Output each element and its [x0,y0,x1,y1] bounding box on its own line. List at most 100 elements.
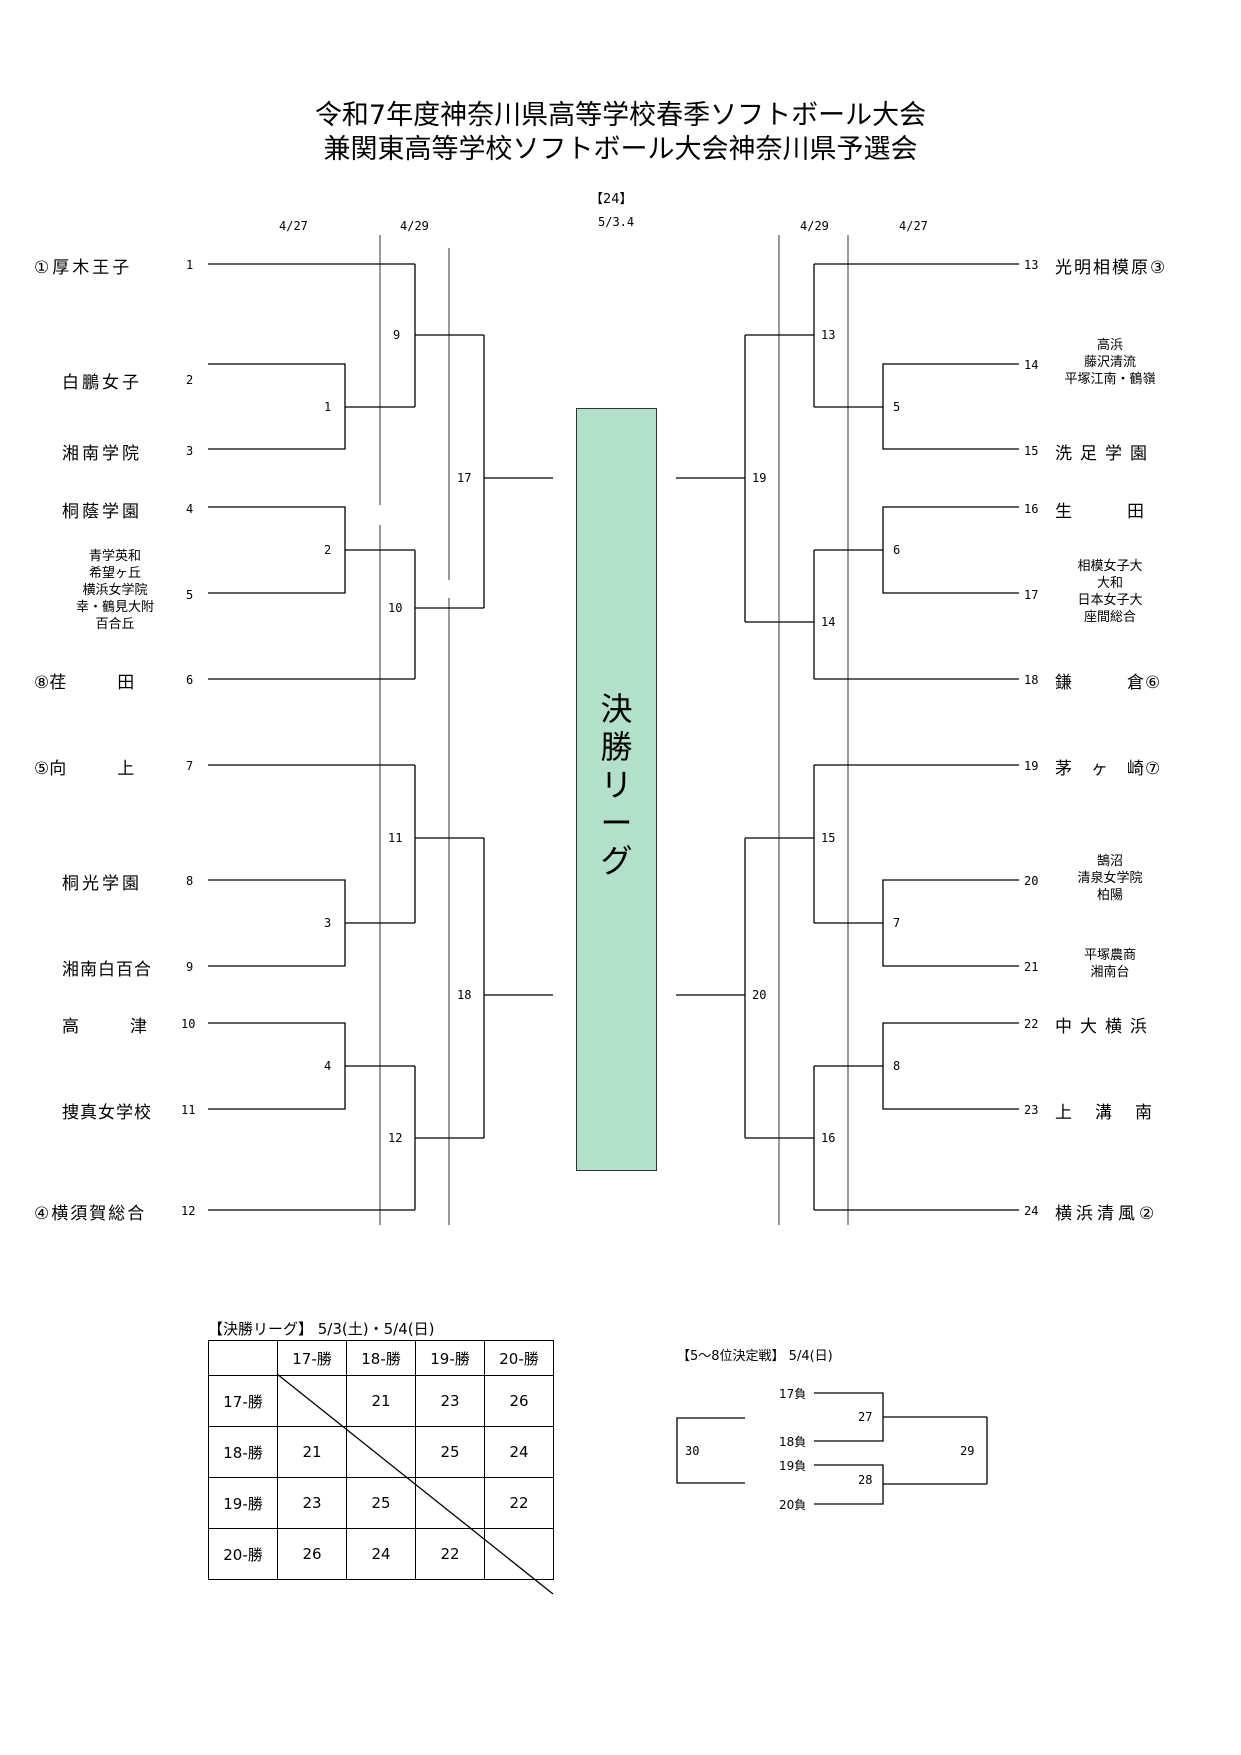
league-cell: 25 [346,1477,416,1529]
league-row-header: 17-勝 [208,1375,278,1427]
match-no-8: 8 [893,1059,901,1073]
match-no-7: 7 [893,916,901,930]
team-left-11: 捜真女学校 [62,1103,152,1123]
league-cell: 25 [415,1426,485,1478]
team-line: 平塚江南・鶴嶺 [1064,372,1156,387]
league-cell [484,1528,554,1580]
date-right-r1: 4/27 [899,219,928,233]
team-line: 百合丘 [95,617,135,632]
seed-no-13: 13 [1024,258,1039,272]
team-left-10: 高 津 [62,1017,147,1037]
seed-no-17: 17 [1024,588,1039,602]
seed-no-11: 11 [181,1103,196,1117]
team-line: 座間総合 [1083,610,1136,625]
seed-no-18: 18 [1024,673,1039,687]
seed-no-10: 10 [181,1017,196,1031]
seed-no-5: 5 [186,588,194,602]
league-cell [415,1477,485,1529]
team-line: 大和 [1096,576,1123,591]
line-m27 [814,1392,884,1442]
league-col-header: 19-勝 [415,1340,485,1376]
league-cell: 24 [484,1426,554,1478]
final-char: 決 [600,690,633,728]
seed-no-2: 2 [186,373,194,387]
title-line-2: 兼関東高等学校ソフトボール大会神奈川県予選会 [323,134,918,165]
match-no-27: 27 [858,1410,873,1424]
seed-no-7: 7 [186,759,194,773]
team-line: 高浜 [1096,338,1123,353]
date-final: 5/3.4 [598,215,635,229]
final-char: リ [600,766,633,804]
line-m30 [676,1417,745,1484]
league-row-header: 18-勝 [208,1426,278,1478]
league-col-header: 17-勝 [277,1340,347,1376]
seed-no-21: 21 [1024,960,1039,974]
team-line: 相模女子大 [1077,559,1143,574]
final-char: グ [600,842,633,880]
team-left-3: 湘南学院 [62,444,142,464]
seed-no-16: 16 [1024,502,1039,516]
date-right-r2: 4/29 [800,219,829,233]
match-no-13: 13 [821,328,836,342]
team-right-14: 高浜 藤沢清流 平塚江南・鶴嶺 [1050,337,1170,388]
team-right-15: 洗足学園 [1055,444,1155,464]
seed-no-24: 24 [1024,1204,1039,1218]
team-right-13: 光明相模原③ [1055,258,1168,278]
match-no-12: 12 [388,1131,403,1145]
league-row-header: 19-勝 [208,1477,278,1529]
match-no-6: 6 [893,543,901,557]
consolation-header: 【5～8位決定戦】 5/4(日) [677,1349,833,1364]
date-left-r1: 4/27 [279,219,308,233]
consolation-entry: 20負 [779,1498,807,1512]
final-char: 勝 [600,728,633,766]
team-right-21: 平塚農商 湘南台 [1060,947,1160,981]
league-cell [346,1426,416,1478]
league-cell: 26 [277,1528,347,1580]
match-no-14: 14 [821,615,836,629]
team-right-22: 中大横浜 [1055,1017,1155,1037]
match-no-15: 15 [821,831,836,845]
team-right-19: 茅 ヶ 崎⑦ [1055,759,1162,779]
team-left-6: ⑧荏 田 [34,673,135,693]
team-left-9: 湘南白百合 [62,960,152,980]
match-no-18: 18 [457,988,472,1002]
bracket-code: 【24】 [590,192,633,207]
league-col-header: 20-勝 [484,1340,554,1376]
league-col-header: 18-勝 [346,1340,416,1376]
league-cell [277,1375,347,1427]
team-line: 柏陽 [1096,888,1123,903]
league-cell: 22 [484,1477,554,1529]
league-row-header: 20-勝 [208,1528,278,1580]
team-left-8: 桐光学園 [62,874,142,894]
league-header: 【決勝リーグ】 5/3(土)・5/4(日) [208,1320,435,1338]
league-corner [208,1340,278,1376]
league-cell: 23 [277,1477,347,1529]
line-m6 [882,506,1019,594]
team-line: 湘南台 [1090,965,1130,980]
line-m28 [814,1464,884,1505]
team-line: 幸・鶴見大附 [75,600,154,615]
league-cell: 26 [484,1375,554,1427]
match-no-29: 29 [960,1444,975,1458]
league-cell: 22 [415,1528,485,1580]
match-no-16: 16 [821,1131,836,1145]
match-no-11: 11 [388,831,403,845]
team-left-1: ①厚木王子 [34,258,133,278]
team-line: 平塚農商 [1083,948,1136,963]
team-right-20: 鵠沼 清泉女学院 柏陽 [1060,853,1160,904]
date-left-r2: 4/29 [400,219,429,233]
team-line: 清泉女学院 [1077,871,1143,886]
team-right-17: 相模女子大 大和 日本女子大 座間総合 [1060,558,1160,626]
match-no-19: 19 [752,471,767,485]
match-no-28: 28 [858,1473,873,1487]
seed-no-23: 23 [1024,1103,1039,1117]
seed-no-3: 3 [186,444,194,458]
team-right-16: 生 田 [1055,502,1145,522]
team-line: 鵠沼 [1096,854,1123,869]
final-league-label: 決 勝 リ ー グ [576,690,657,880]
seed-no-12: 12 [181,1204,196,1218]
team-left-2: 白鵬女子 [62,373,142,393]
match-no-9: 9 [393,328,401,342]
line-m7 [882,879,1019,967]
consolation-entry: 19負 [779,1459,807,1473]
